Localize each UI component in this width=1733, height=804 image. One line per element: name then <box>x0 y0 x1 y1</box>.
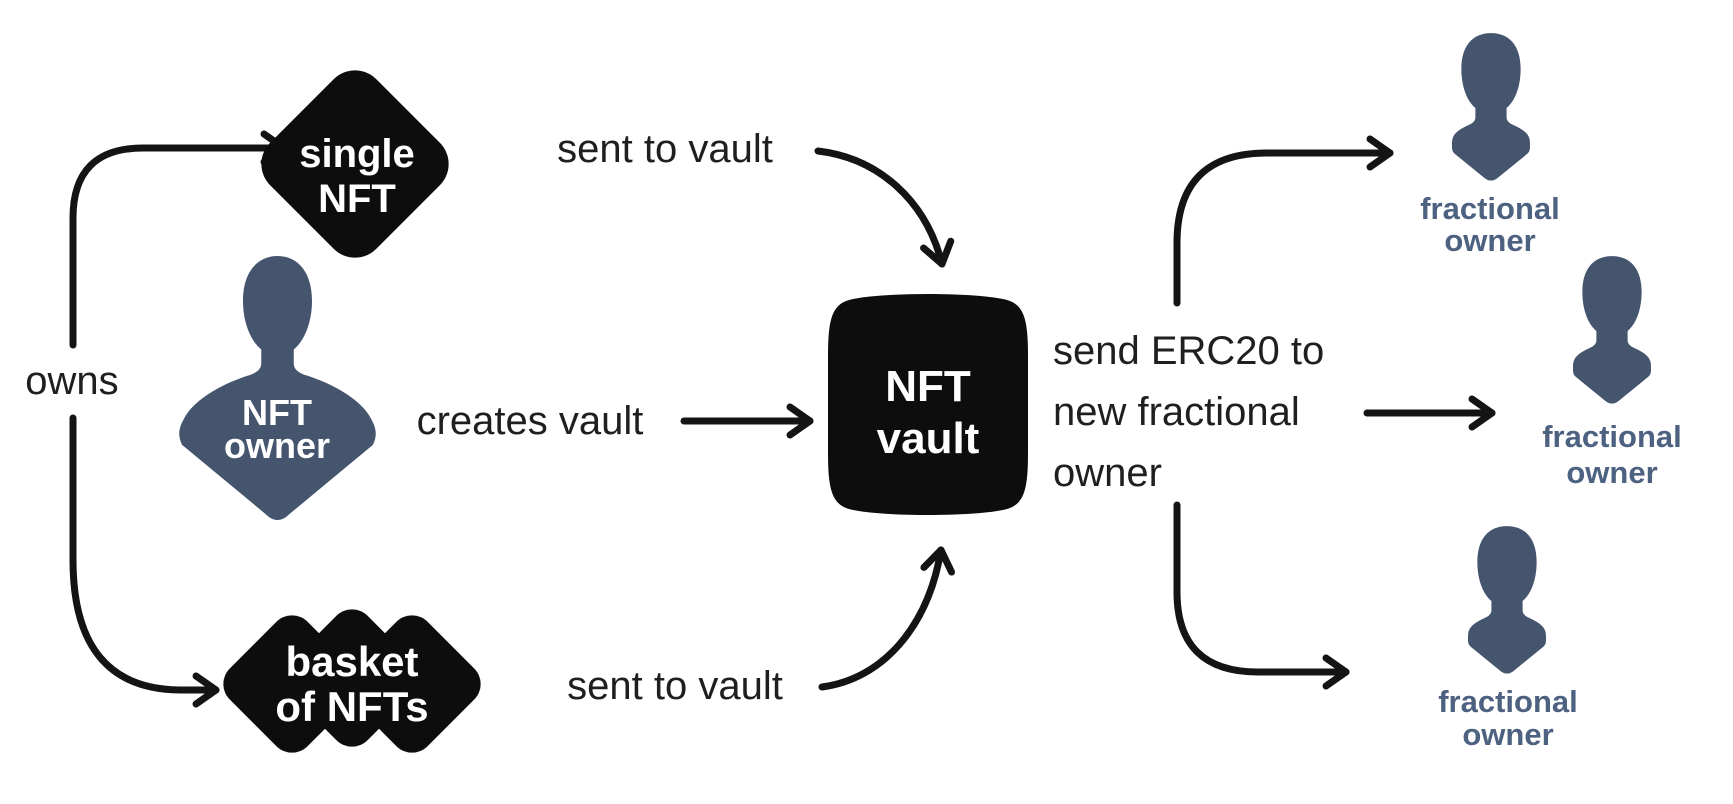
owns-connector-top <box>69 130 288 349</box>
nft-owner-label-line1: NFT <box>242 392 312 433</box>
nft-vault-label-line2: vault <box>877 414 980 463</box>
fractional-owner-bottom-label-line2: owner <box>1462 717 1553 752</box>
sent-to-vault-bottom-label: sent to vault <box>567 664 783 708</box>
fractional-owner-top-label-line1: fractional <box>1420 191 1560 226</box>
basket-of-nfts-label-line2: of NFTs <box>275 683 428 730</box>
creates-vault-label: creates vault <box>417 399 644 443</box>
basket-of-nfts-label-line1: basket <box>285 638 418 685</box>
fractional-owner-bottom-label-line1: fractional <box>1438 684 1578 719</box>
erc20-branch-bottom-arrow <box>1173 501 1350 690</box>
nft-owner-icon <box>179 256 376 520</box>
sent-to-vault-top-arrow <box>814 147 955 268</box>
fractional-owner-top-icon <box>1452 33 1530 181</box>
send-erc20-label-line2: new fractional <box>1053 390 1300 434</box>
sent-to-vault-top-label: sent to vault <box>557 127 773 171</box>
erc20-branch-top-arrow <box>1173 135 1394 307</box>
fractional-owner-middle-label-line1: fractional <box>1542 419 1682 454</box>
single-nft-node <box>261 70 449 258</box>
fractional-owner-middle-label-line2: owner <box>1566 455 1657 490</box>
send-erc20-label-line3: owner <box>1053 451 1162 495</box>
owns-label: owns <box>25 359 118 403</box>
single-nft-label-line2: NFT <box>318 177 396 221</box>
fractional-owner-bottom-icon <box>1468 526 1546 674</box>
fractional-owner-middle-icon <box>1573 256 1651 404</box>
basket-of-nfts-node <box>223 609 481 753</box>
nft-owner-label-line2: owner <box>224 425 330 466</box>
nft-vault-label-line1: NFT <box>885 362 971 411</box>
owns-connector-bottom <box>69 414 220 708</box>
fractional-owner-top-label-line2: owner <box>1444 223 1535 258</box>
send-erc20-label-line1: send ERC20 to <box>1053 329 1324 373</box>
nft-vault-node <box>828 294 1028 515</box>
sent-to-vault-bottom-arrow <box>818 546 956 691</box>
single-nft-label-line1: single <box>299 132 415 176</box>
